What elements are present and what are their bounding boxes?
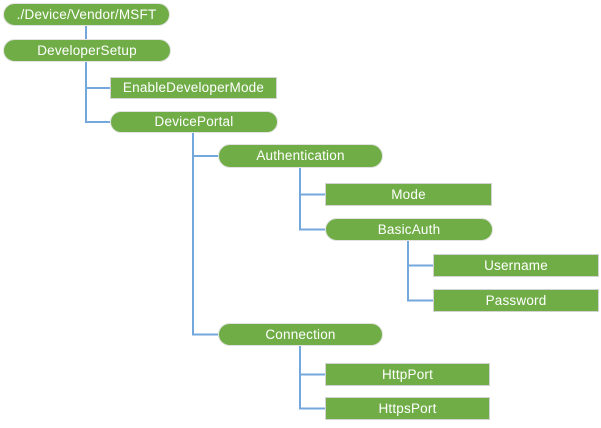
node-deviceportal: DevicePortal [110, 111, 278, 133]
node-httpport-label: HttpPort [381, 366, 434, 382]
node-connection-label: Connection [265, 326, 336, 342]
node-mode-label: Mode [391, 186, 426, 202]
node-basicauth-label: BasicAuth [377, 221, 441, 237]
node-authentication-label: Authentication [256, 148, 345, 164]
node-httpsport: HttpsPort [325, 397, 490, 420]
node-username: Username [433, 254, 599, 277]
node-username-label: Username [484, 257, 548, 273]
node-password: Password [433, 289, 599, 312]
connector-developersetup-deviceportal [85, 62, 110, 123]
node-authentication: Authentication [218, 144, 383, 168]
node-developersetup-label: DeveloperSetup [37, 42, 137, 58]
node-httpsport-label: HttpsPort [378, 400, 437, 416]
node-httpport: HttpPort [325, 363, 490, 386]
node-deviceportal-label: DevicePortal [154, 114, 234, 130]
node-connection: Connection [218, 323, 383, 346]
node-basicauth: BasicAuth [325, 218, 493, 241]
node-enabledevelopermode: EnableDeveloperMode [110, 77, 277, 99]
connector-basicauth-password [407, 241, 433, 302]
connector-authentication-basicauth [299, 168, 325, 231]
node-device-vendor-msft-label: ./Device/Vendor/MSFT [16, 6, 157, 22]
node-password-label: Password [485, 292, 547, 308]
node-device-vendor-msft: ./Device/Vendor/MSFT [3, 3, 170, 26]
connector-connection-httpsport [299, 346, 325, 410]
node-mode: Mode [325, 183, 492, 206]
connector-deviceportal-connection [192, 133, 218, 336]
node-developersetup: DeveloperSetup [3, 39, 171, 62]
node-enabledevelopermode-label: EnableDeveloperMode [122, 80, 265, 96]
